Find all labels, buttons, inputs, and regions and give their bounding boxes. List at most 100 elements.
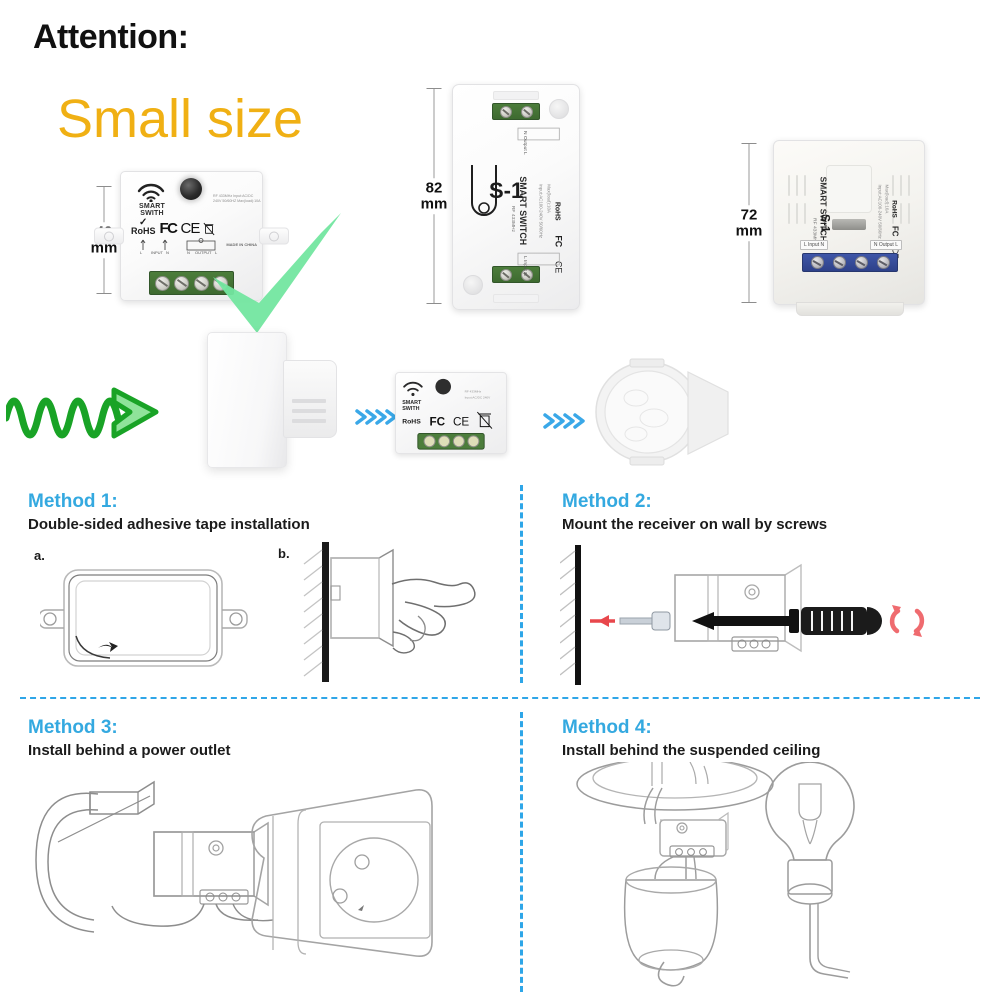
terminal-screw xyxy=(174,275,190,291)
method-3-title: Method 3: xyxy=(28,717,118,738)
svg-text:N: N xyxy=(187,250,190,254)
button-icon[interactable] xyxy=(180,178,202,200)
spec-text: Input:AC100-240V 50/60Hz xyxy=(878,185,883,239)
output-label: N Output L xyxy=(869,240,902,250)
terminal-screw xyxy=(876,256,890,269)
green-terminal-block-top xyxy=(492,103,540,120)
fc-mark-icon: FC xyxy=(159,220,179,237)
subtitle-small-size: Small size xyxy=(57,89,304,149)
method-3-subtitle: Install behind a power outlet xyxy=(28,742,231,759)
terminal-screw xyxy=(810,256,824,269)
svg-text:INPUT: INPUT xyxy=(151,250,164,254)
method-1-subtitle: Double-sided adhesive tape installation xyxy=(28,516,310,533)
method-2-block: Method 2: Mount the receiver on wall by … xyxy=(562,490,827,536)
illustration-screwdriver-screw-wall xyxy=(560,545,925,685)
step-label-a: a. xyxy=(34,548,45,563)
output-label: N Output L xyxy=(522,131,528,155)
weee-bin-icon xyxy=(203,222,215,236)
step-label-b: b. xyxy=(278,546,290,561)
green-check-icon xyxy=(213,213,341,333)
method-4-block: Method 4: Install behind the suspended c… xyxy=(562,716,820,762)
mounting-hole xyxy=(549,99,569,119)
illustration-device-back-adhesive-tape xyxy=(40,569,248,667)
svg-text:OUTPUT: OUTPUT xyxy=(195,250,212,254)
made-in-label: MADE IN CHINA xyxy=(226,242,257,247)
device-tall-labels: SMART SWITCH RF 433MHz Input:AC100-240V … xyxy=(510,127,563,276)
device-brand-label: SMART SWITH xyxy=(139,203,165,217)
method-1-block: Method 1: Double-sided adhesive tape ins… xyxy=(28,490,310,536)
dimension-cap-bottom xyxy=(426,303,442,304)
terminal-screw xyxy=(499,105,512,118)
terminal-screw xyxy=(499,268,512,281)
box-window-panel xyxy=(826,165,872,213)
dimension-cap-bottom xyxy=(741,302,757,303)
housing-notch-top xyxy=(493,91,539,100)
svg-text:RF 433MHz: RF 433MHz xyxy=(465,390,482,394)
rf-text: RF 433MHz xyxy=(811,218,817,245)
ce-mark-icon: CE xyxy=(180,220,201,237)
svg-text:FC: FC xyxy=(430,416,446,429)
brand-text: SMART SWITCH xyxy=(818,177,828,242)
dimension-value: 82 mm xyxy=(416,178,452,214)
terminal-wiring-diagram: L INPUT N N OUTPUT L xyxy=(140,238,218,254)
spec-text: Input:AC100-240V 50/60Hz xyxy=(539,184,544,238)
blue-terminal-block xyxy=(802,253,898,272)
svg-text:L: L xyxy=(140,250,143,254)
device-spec-text: RF 433MHz Input:AC/DC 240V 50/60HZ Max(l… xyxy=(213,194,261,203)
box-foot xyxy=(796,302,904,316)
rf-text: RF 433MHz xyxy=(510,206,516,233)
u-hook-icon xyxy=(471,165,497,216)
svg-text:Input:AC/DC 240V: Input:AC/DC 240V xyxy=(465,395,492,399)
terminal-screw xyxy=(520,105,533,118)
divider-vertical-bottom xyxy=(520,712,523,992)
dimension-cap-top xyxy=(426,88,442,89)
illustration-hand-pressing-device xyxy=(303,542,476,682)
device-receiver-box: SMART SWITCH S-1 RF 433MHz Input:AC100-2… xyxy=(773,140,925,316)
mounting-wing-left xyxy=(94,227,124,245)
dimension-cap-top xyxy=(96,186,112,187)
spec-text-2: Max(load):10A xyxy=(547,184,552,213)
device-box-labels: SMART SWITCH S-1 RF 433MHz Input:AC100-2… xyxy=(811,177,899,259)
housing-notch-bottom xyxy=(493,294,539,303)
dimension-82mm: 82 mm xyxy=(414,88,454,304)
svg-text:N: N xyxy=(166,250,169,254)
terminal-screw xyxy=(193,275,209,291)
green-terminal-block-bottom xyxy=(492,266,540,283)
dimension-cap-bottom xyxy=(96,293,112,294)
method-4-subtitle: Install behind the suspended ceiling xyxy=(562,742,821,759)
rohs-check-icon: ✓RoHS xyxy=(131,217,156,236)
svg-text:RoHS: RoHS xyxy=(402,419,421,426)
device-tall-smart-switch: S-1 SMART SWITCH RF 433MHz Input:AC100-2… xyxy=(452,84,580,310)
spring-arrow-icon xyxy=(6,387,159,439)
terminal-screw xyxy=(520,268,533,281)
mounting-hole xyxy=(463,275,483,295)
divider-vertical-top xyxy=(520,485,523,683)
fc-text: FC xyxy=(890,226,899,237)
rohs-text: RoHS xyxy=(890,200,897,218)
wifi-icon xyxy=(137,183,165,202)
page-title-attention: Attention: xyxy=(33,18,189,56)
method-3-block: Method 3: Install behind a power outlet xyxy=(28,716,231,762)
wall-switch-body xyxy=(283,360,337,438)
dimension-value: 72 mm xyxy=(731,205,767,241)
illustration-device-behind-power-outlet xyxy=(35,780,433,958)
dimension-72mm: 72 mm xyxy=(729,143,769,303)
box-indicator-slot xyxy=(832,219,866,230)
method-2-title: Method 2: xyxy=(562,491,652,512)
smart-switch-module-flow: SMART SWITH RF 433MHz Input:AC/DC 240V R… xyxy=(395,372,507,454)
method-1-title: Method 1: xyxy=(28,491,118,512)
model-text: S-1 xyxy=(818,214,832,233)
wall-switch-plate xyxy=(207,332,287,468)
terminal-screw xyxy=(832,256,846,269)
svg-text:SWITH: SWITH xyxy=(402,406,419,412)
svg-text:L: L xyxy=(215,250,218,254)
dimension-cap-top xyxy=(741,143,757,144)
round-junction-box xyxy=(595,358,729,466)
terminal-screw xyxy=(854,256,868,269)
terminal-screw xyxy=(155,275,171,291)
ce-text: CE xyxy=(553,261,563,273)
svg-text:SMART: SMART xyxy=(402,400,422,406)
divider-horizontal xyxy=(20,697,980,699)
brand-text: SMART SWITCH xyxy=(518,176,528,245)
method-4-title: Method 4: xyxy=(562,717,652,738)
